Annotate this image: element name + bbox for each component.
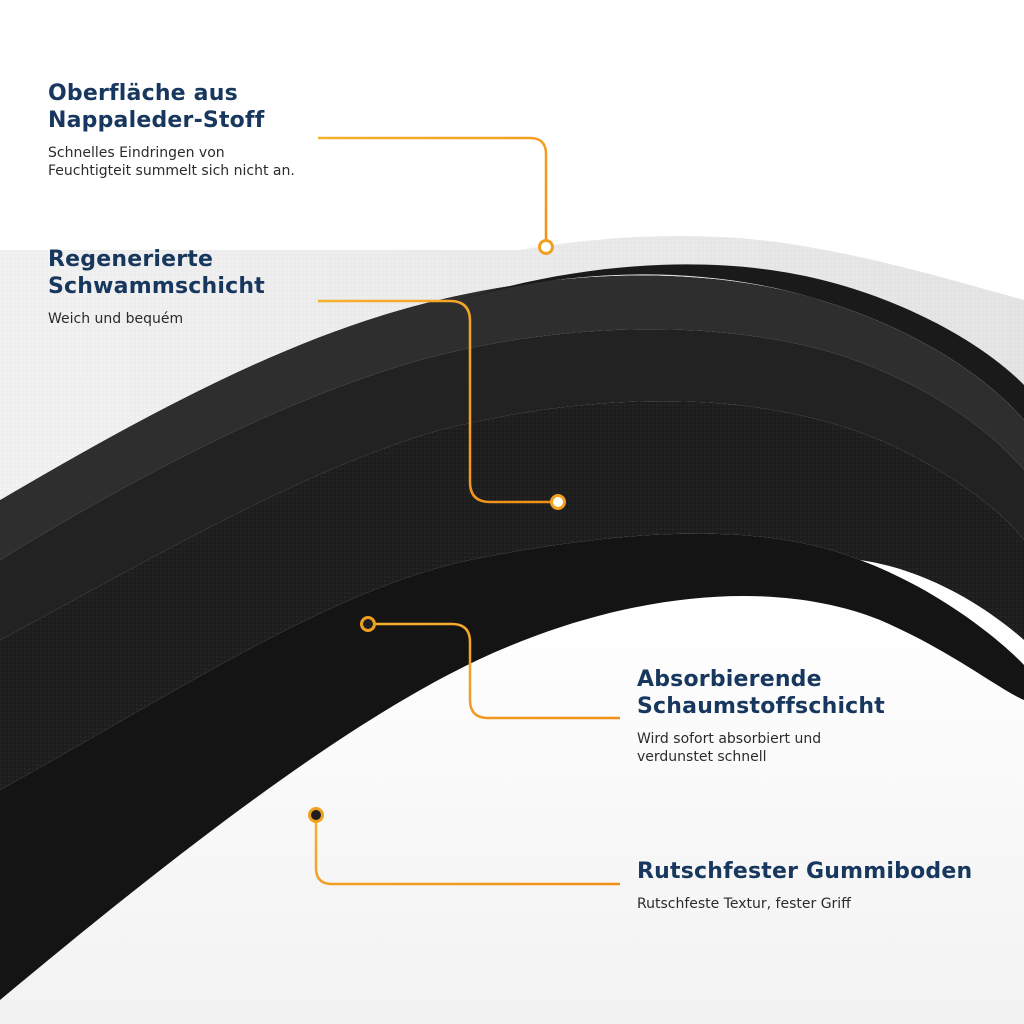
leader-line-surface xyxy=(318,136,548,240)
callout-surface-title: Oberfläche aus Nappaleder-Stoff xyxy=(48,80,318,134)
leader-dot-sponge xyxy=(550,494,566,510)
callout-rubber-description: Rutschfeste Textur, fester Griff xyxy=(637,896,851,912)
callout-foam-title-line2: Schaumstoffschicht xyxy=(637,694,886,719)
leader-dot-foam xyxy=(360,616,376,632)
callout-surface: Oberfläche aus Nappaleder-Stoff Schnelle… xyxy=(48,80,318,180)
callout-surface-description: Schnelles Eindringen von Feuchtigteit su… xyxy=(48,145,295,179)
sponge-layer xyxy=(0,329,1024,640)
callout-foam: Absorbierende Schaumstoffschicht Wird so… xyxy=(637,666,937,766)
leader-dot-rubber xyxy=(308,807,324,823)
top-layer-rim xyxy=(460,264,1024,420)
callout-rubber: Rutschfester Gummiboden Rutschfeste Text… xyxy=(637,858,1017,913)
callout-foam-description: Wird sofort absorbiert und verdunstet sc… xyxy=(637,731,822,765)
callout-surface-title-line1: Oberfläche aus xyxy=(48,81,238,106)
callout-sponge: Regenerierte Schwammschicht Weich und be… xyxy=(48,246,318,328)
callout-sponge-title-line1: Regenerierte xyxy=(48,247,214,272)
leader-dot-surface xyxy=(538,239,554,255)
leather-surface-shade xyxy=(0,236,1024,500)
rubber-base-layer xyxy=(0,533,1024,1000)
callout-sponge-title: Regenerierte Schwammschicht xyxy=(48,246,318,300)
callout-sponge-title-line2: Schwammschicht xyxy=(48,274,265,299)
callout-foam-title: Absorbierende Schaumstoffschicht xyxy=(637,666,937,720)
leader-line-foam xyxy=(376,622,620,720)
callout-rubber-title: Rutschfester Gummiboden xyxy=(637,858,1017,885)
inner-edge-layer xyxy=(0,275,1024,560)
callout-foam-title-line1: Absorbierende xyxy=(637,667,822,692)
callout-rubber-title-line1: Rutschfester Gummiboden xyxy=(637,859,973,884)
callout-sponge-description: Weich und bequém xyxy=(48,311,184,327)
absorbing-foam-layer xyxy=(0,401,1024,790)
callout-surface-title-line2: Nappaleder-Stoff xyxy=(48,108,265,133)
leader-line-rubber xyxy=(314,822,620,886)
leader-line-sponge xyxy=(318,299,552,504)
